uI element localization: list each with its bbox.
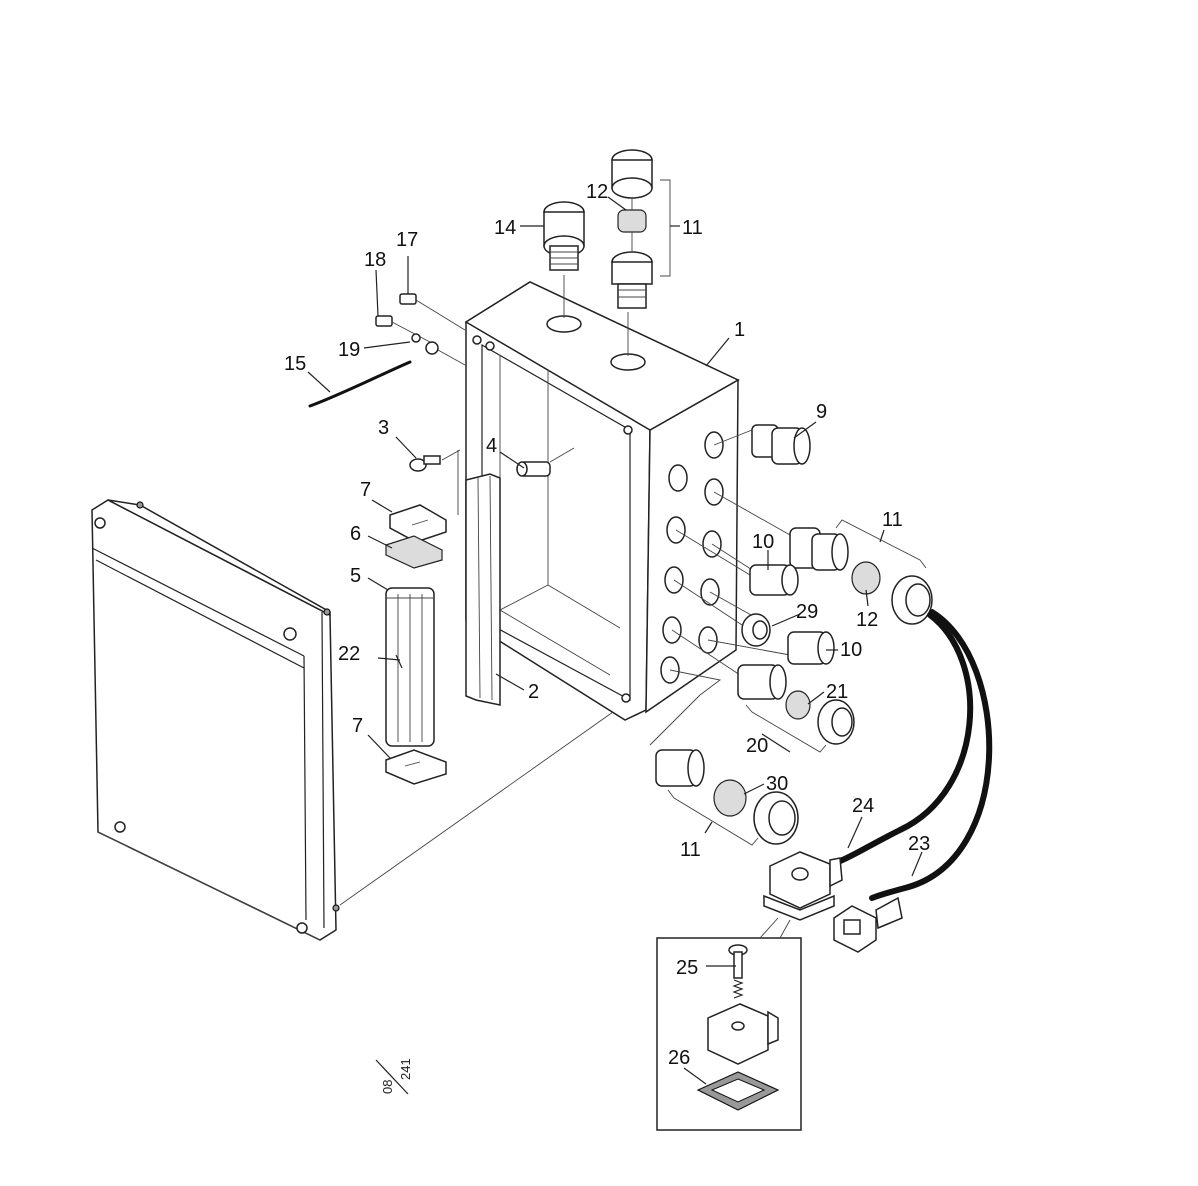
- callout-26: 26: [668, 1047, 690, 1069]
- battery-clips: [385, 504, 447, 785]
- gland-14: [543, 201, 585, 271]
- enclosure-cover: [91, 499, 631, 941]
- callout-12-side: 12: [856, 609, 878, 631]
- callout-1: 1: [734, 319, 745, 341]
- callout-14: 14: [494, 217, 516, 239]
- callout-11-lower: 11: [680, 839, 701, 861]
- callout-17: 17: [396, 229, 418, 251]
- detail-inset: [656, 917, 802, 1131]
- callout-4: 4: [486, 435, 497, 457]
- callout-leaders: [307, 196, 923, 1085]
- callout-25: 25: [676, 957, 698, 979]
- drawing-ref-top: 08: [380, 1080, 395, 1094]
- callout-5: 5: [350, 565, 361, 587]
- callout-7-lower: 7: [352, 715, 363, 737]
- callout-19: 19: [338, 339, 360, 361]
- callout-11-top: 11: [682, 217, 703, 239]
- callout-20: 20: [746, 735, 768, 757]
- callout-23: 23: [908, 833, 930, 855]
- callout-labels: 1 2 3 4 5 6 7 7 9 10 10 11 11 11 12 12 1…: [284, 181, 930, 1069]
- gland-9: [751, 424, 811, 465]
- ground-hardware: [375, 293, 466, 366]
- drawing-ref-bottom: 241: [398, 1058, 413, 1080]
- callout-3: 3: [378, 417, 389, 439]
- callout-21: 21: [826, 681, 848, 703]
- plug-connector-23: [833, 896, 903, 953]
- callout-24: 24: [852, 795, 874, 817]
- gland-side-11-lower: [655, 749, 799, 846]
- callout-11-side: 11: [882, 509, 903, 531]
- callout-9: 9: [816, 401, 827, 423]
- cable-23: [869, 609, 993, 901]
- callout-2: 2: [528, 681, 539, 703]
- callout-10-upper: 10: [752, 531, 774, 553]
- callout-22: 22: [338, 643, 360, 665]
- callout-12-top: 12: [586, 181, 608, 203]
- gland-29-10: [741, 613, 835, 665]
- callout-10-lower: 10: [840, 639, 862, 661]
- callout-7-upper: 7: [360, 479, 371, 501]
- drawing-reference: 08 241: [375, 1058, 413, 1095]
- callout-6: 6: [350, 523, 361, 545]
- battery-pack: [385, 587, 435, 747]
- callout-15: 15: [284, 353, 306, 375]
- enclosure-box: [464, 281, 740, 721]
- screw-3: [409, 449, 461, 472]
- cable-24: [835, 612, 974, 865]
- valve-connector-24: [763, 851, 843, 921]
- callout-29: 29: [796, 601, 818, 623]
- gland-10-upper: [749, 564, 799, 596]
- din-rail: [457, 450, 501, 706]
- ground-wire: [308, 360, 412, 408]
- callout-30: 30: [766, 773, 788, 795]
- gland-20-set: [737, 664, 855, 753]
- callout-18: 18: [364, 249, 386, 271]
- gland-top-11: [611, 149, 671, 309]
- gland-side-11-upper: [789, 519, 933, 625]
